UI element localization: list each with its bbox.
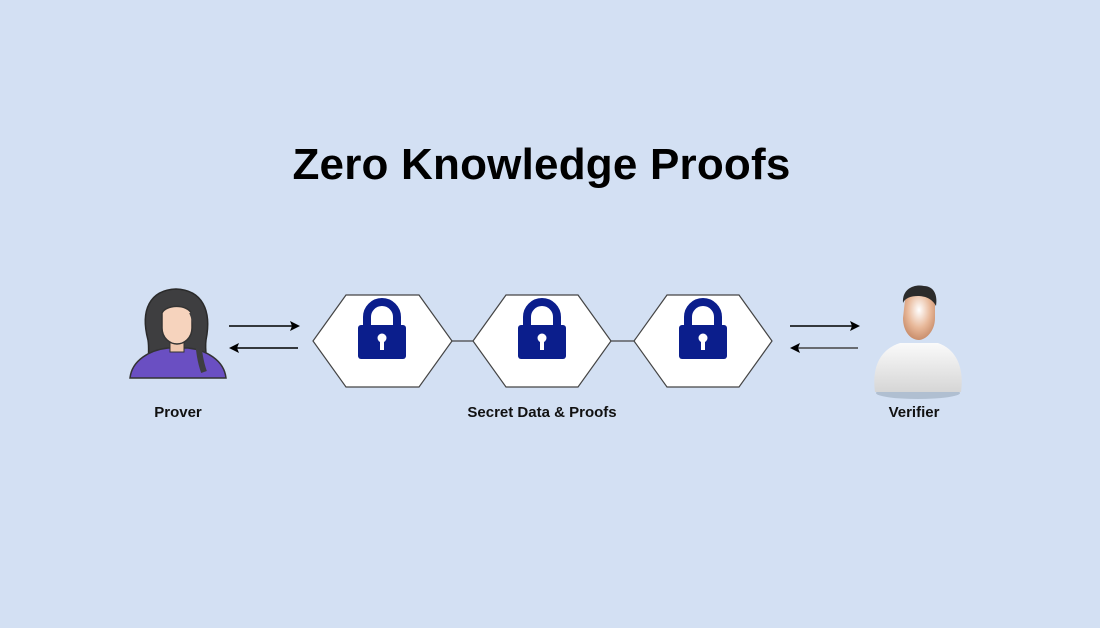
prover-arrows [229, 321, 300, 353]
prover-avatar-icon [129, 288, 227, 379]
verifier-label: Verifier [888, 404, 940, 421]
center-label: Secret Data & Proofs [467, 404, 617, 421]
verifier-arrows [790, 321, 860, 353]
diagram-title: Zero Knowledge Proofs [292, 140, 791, 189]
prover-label: Prover [154, 404, 202, 421]
verifier-avatar-icon [874, 285, 962, 399]
hexagon-node-1 [312, 294, 453, 388]
hexagon-node-3 [633, 294, 773, 388]
hexagon-node-2 [472, 294, 612, 388]
